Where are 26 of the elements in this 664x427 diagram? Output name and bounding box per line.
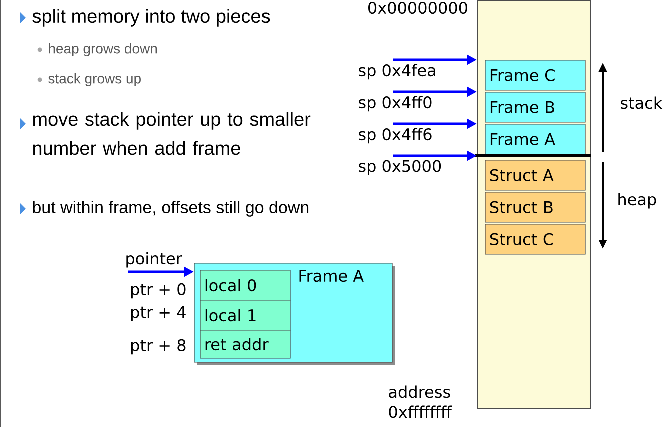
memory-block: Frame C xyxy=(485,60,586,91)
sub-bullet-text: heap grows down xyxy=(38,43,157,57)
label: sp 0x4fea xyxy=(359,64,436,80)
label: ptr + 0 xyxy=(132,283,186,299)
sub-bullet-text: stack grows up xyxy=(38,73,141,87)
label: ptr + 8 xyxy=(132,339,186,355)
label: stack xyxy=(621,96,663,110)
label: pointer xyxy=(126,252,182,268)
memory-block: Struct A xyxy=(485,160,586,191)
bullet-text: split memory into two pieces xyxy=(20,9,270,27)
memory-block: Frame B xyxy=(485,92,586,123)
label: heap xyxy=(618,193,656,209)
memory-block: Struct C xyxy=(485,224,586,255)
memory-block: ret addr xyxy=(200,330,291,359)
memory-block: Struct B xyxy=(485,192,586,223)
memory-block: local 1 xyxy=(200,300,291,331)
label: address 0xffffffff xyxy=(389,386,452,418)
label: sp 0x4ff6 xyxy=(359,128,432,144)
label: sp 0x5000 xyxy=(359,160,442,176)
memory-block: Frame A xyxy=(485,124,586,155)
memory-block: local 0 xyxy=(200,270,291,301)
label: ptr + 4 xyxy=(132,306,186,322)
bullet-text: move stack pointer up to smaller number when add frame xyxy=(20,112,311,156)
label: sp 0x4ff0 xyxy=(359,96,432,112)
label: 0x00000000 xyxy=(368,2,468,14)
bullet-text: but within frame, offsets still go down xyxy=(20,201,309,217)
